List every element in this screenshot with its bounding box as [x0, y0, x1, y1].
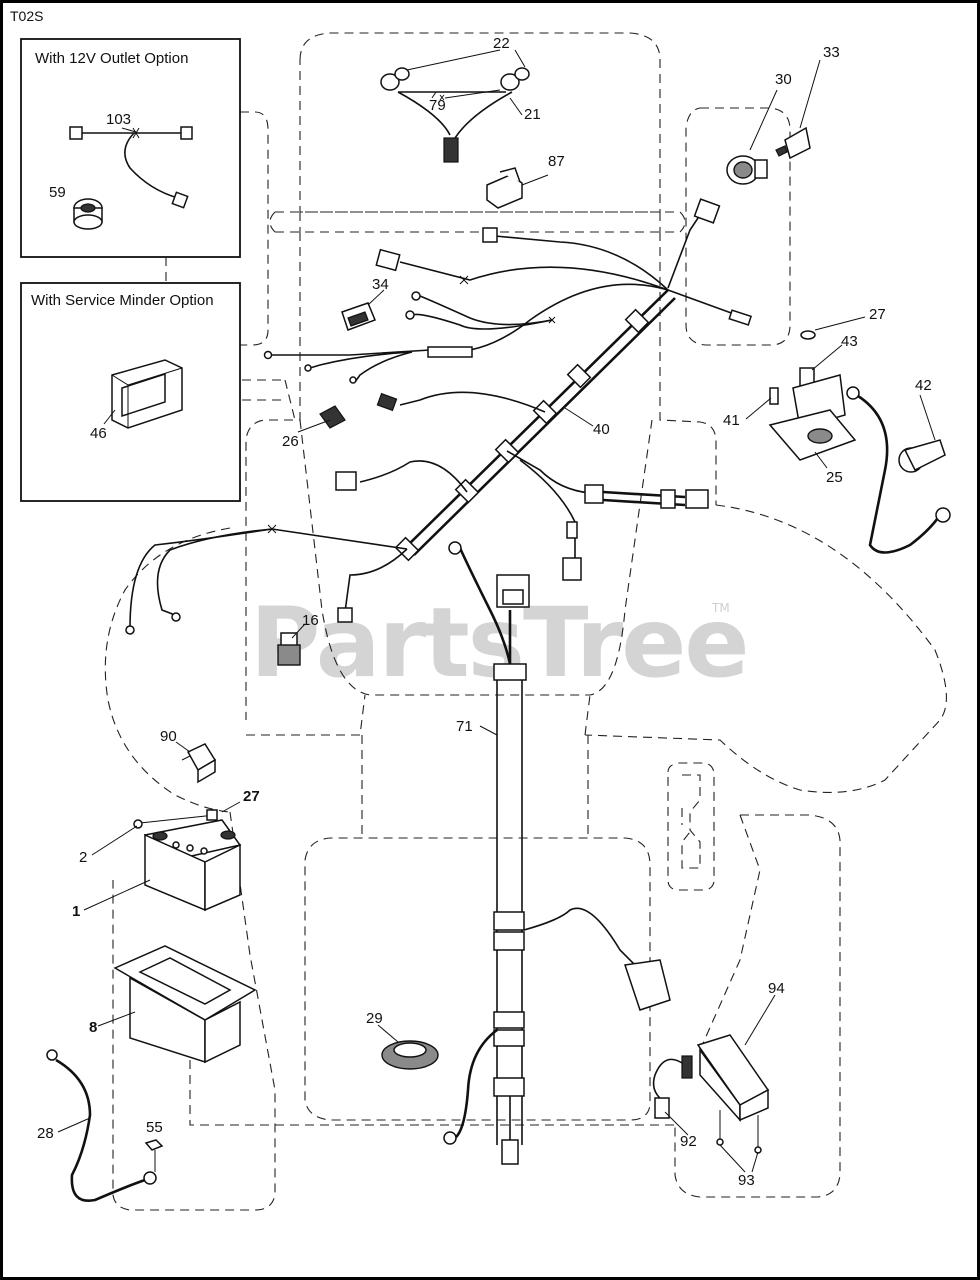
- ignition-key-33: [775, 126, 811, 160]
- callout-41: 41: [723, 412, 740, 429]
- callout-43: 43: [841, 333, 858, 350]
- callout-92: 92: [680, 1133, 697, 1150]
- callout-71: 71: [456, 718, 473, 735]
- callout-46: 46: [90, 425, 107, 442]
- callout-40: 40: [593, 421, 610, 438]
- callout-59: 59: [49, 184, 66, 201]
- watermark-trademark: TM: [711, 601, 730, 615]
- option-box-service-minder: With Service Minder Option: [20, 282, 241, 502]
- battery-1: [143, 819, 242, 912]
- callout-79: 79: [429, 97, 446, 114]
- option-box-12v-outlet-title: With 12V Outlet Option: [35, 50, 188, 67]
- callout-94: 94: [768, 980, 785, 997]
- ignition-switch-30: [726, 155, 768, 185]
- diagram-code: T02S: [10, 8, 43, 24]
- callout-26: 26: [282, 433, 299, 450]
- callout-30: 30: [775, 71, 792, 88]
- grommet-29: [381, 1040, 439, 1070]
- main-wire-harness: [125, 198, 753, 635]
- callout-29: 29: [366, 1010, 383, 1027]
- callout-28: 28: [37, 1125, 54, 1142]
- callout-90: 90: [160, 728, 177, 745]
- callout-27-upper: 27: [869, 306, 886, 323]
- starter-solenoid-assembly: [768, 330, 857, 461]
- relay-87: [486, 167, 523, 209]
- callout-34: 34: [372, 276, 389, 293]
- callout-labels: 22 79 21 87 30 33 103 59 34 27 43 42 41 …: [37, 35, 932, 1189]
- callout-42: 42: [915, 377, 932, 394]
- callout-103: 103: [106, 111, 131, 128]
- fuse-26: [319, 405, 346, 429]
- nut-55: [144, 1139, 164, 1172]
- callout-87: 87: [548, 153, 565, 170]
- connector-16: [277, 632, 301, 666]
- battery-tray-8: [113, 945, 257, 1064]
- switch-34: [341, 302, 376, 331]
- callout-8: 8: [89, 1019, 97, 1036]
- option-box-service-minder-title: With Service Minder Option: [31, 292, 214, 309]
- module-90: [181, 743, 217, 784]
- callout-16: 16: [302, 612, 319, 629]
- callout-93: 93: [738, 1172, 755, 1189]
- callout-2: 2: [79, 849, 87, 866]
- callout-21: 21: [524, 106, 541, 123]
- callout-25: 25: [826, 469, 843, 486]
- callout-27-lower: 27: [243, 788, 260, 805]
- headlight-harness: [380, 67, 530, 163]
- terminal-boot-42: [898, 439, 946, 473]
- center-wire-harness-71: [443, 541, 671, 1165]
- callout-1: 1: [72, 903, 80, 920]
- callout-55: 55: [146, 1119, 163, 1136]
- callout-22: 22: [493, 35, 510, 52]
- callout-33: 33: [823, 44, 840, 61]
- cable-25: [846, 386, 951, 554]
- tractor-frame-outline: [104, 32, 947, 1211]
- control-module-94: [652, 1034, 770, 1154]
- callout-leader-lines: [57, 49, 936, 1173]
- cable-28: [46, 1049, 157, 1202]
- option-box-12v-outlet: With 12V Outlet Option: [20, 38, 241, 258]
- battery-bolt-2: [133, 809, 218, 829]
